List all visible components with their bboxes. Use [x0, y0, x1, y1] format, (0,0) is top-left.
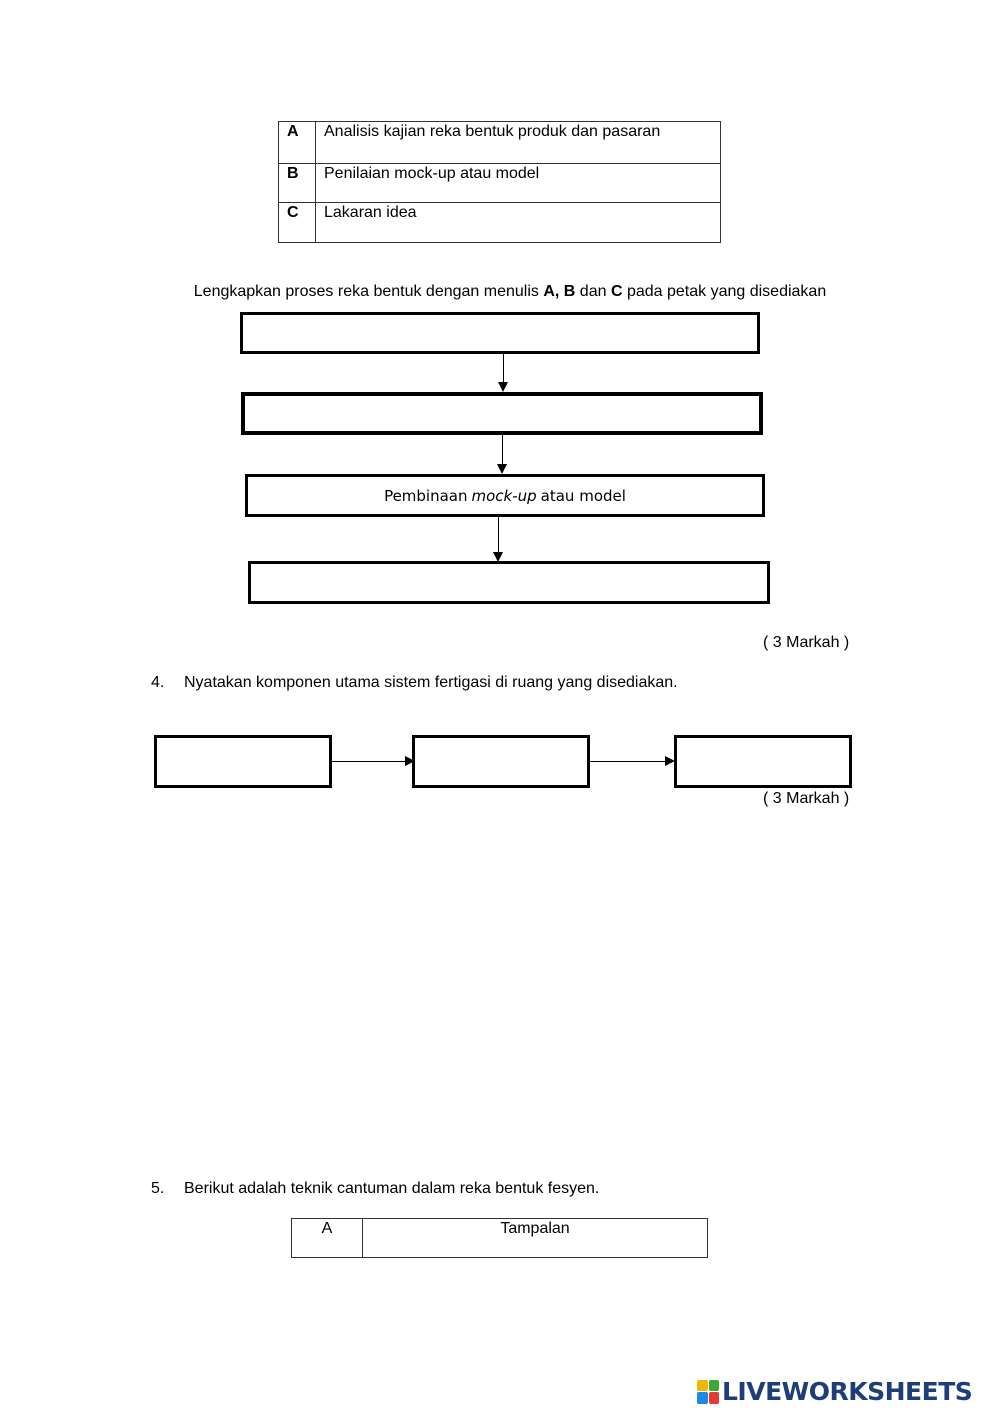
arrow-line — [332, 761, 406, 762]
question-number: 4. — [151, 674, 165, 691]
question-number: 5. — [151, 1180, 165, 1197]
arrow-line — [498, 517, 499, 552]
question-text: Nyatakan komponen utama sistem fertigasi… — [184, 674, 678, 691]
answer-box-4[interactable] — [248, 561, 770, 604]
arrow-right-icon — [665, 756, 675, 766]
answer-box-component-1[interactable] — [154, 735, 332, 788]
instruction-bold-ab: A, B — [543, 283, 576, 300]
flow-box-text: atau model — [540, 486, 626, 505]
arrow-down-icon — [497, 464, 507, 474]
answer-box-1[interactable] — [240, 312, 760, 354]
instruction-dan: dan — [575, 283, 611, 300]
liveworksheets-logo: LIVEWORKSHEETS — [697, 1377, 973, 1406]
technique-key: A — [291, 1218, 363, 1258]
logo-square — [697, 1379, 708, 1391]
technique-text: Tampalan — [362, 1218, 708, 1258]
logo-square — [697, 1392, 708, 1404]
table-row: C Lakaran idea — [278, 202, 721, 243]
question-text: Berikut adalah teknik cantuman dalam rek… — [184, 1180, 600, 1197]
liveworksheets-logo-icon — [697, 1379, 719, 1404]
technique-table: A Tampalan — [291, 1218, 708, 1258]
arrow-line — [590, 761, 666, 762]
arrow-right-icon — [405, 756, 415, 766]
flow-box-italic: mock-up — [471, 486, 537, 505]
option-key: A — [278, 121, 316, 164]
option-key: B — [278, 163, 316, 203]
flow-box-text: Pembinaan — [384, 486, 468, 505]
option-text: Lakaran idea — [315, 202, 721, 243]
table-row: A Tampalan — [291, 1218, 708, 1258]
arrow-down-icon — [498, 382, 508, 392]
answer-box-2[interactable] — [241, 392, 763, 435]
table-row: B Penilaian mock-up atau model — [278, 163, 721, 203]
arrow-line — [502, 433, 503, 464]
answer-box-component-2[interactable] — [412, 735, 590, 788]
brand-text: LIVEWORKSHEETS — [722, 1377, 973, 1406]
answer-box-component-3[interactable] — [674, 735, 852, 788]
option-key: C — [278, 202, 316, 243]
instruction-suffix: pada petak yang disediakan — [622, 283, 827, 300]
instruction-text: Lengkapkan proses reka bentuk dengan men… — [0, 283, 1000, 301]
marks-label: ( 3 Markah ) — [763, 634, 850, 651]
option-text: Penilaian mock-up atau model — [315, 163, 721, 203]
logo-square — [708, 1392, 719, 1404]
options-table: A Analisis kajian reka bentuk produk dan… — [278, 121, 721, 243]
logo-square — [708, 1379, 719, 1391]
table-row: A Analisis kajian reka bentuk produk dan… — [278, 121, 721, 164]
instruction-bold-c: C — [610, 283, 623, 300]
marks-label: ( 3 Markah ) — [763, 790, 850, 807]
arrow-line — [503, 352, 504, 382]
instruction-prefix: Lengkapkan proses reka bentuk dengan men… — [193, 283, 544, 300]
arrow-down-icon — [493, 552, 503, 562]
option-text: Analisis kajian reka bentuk produk dan p… — [315, 121, 721, 164]
